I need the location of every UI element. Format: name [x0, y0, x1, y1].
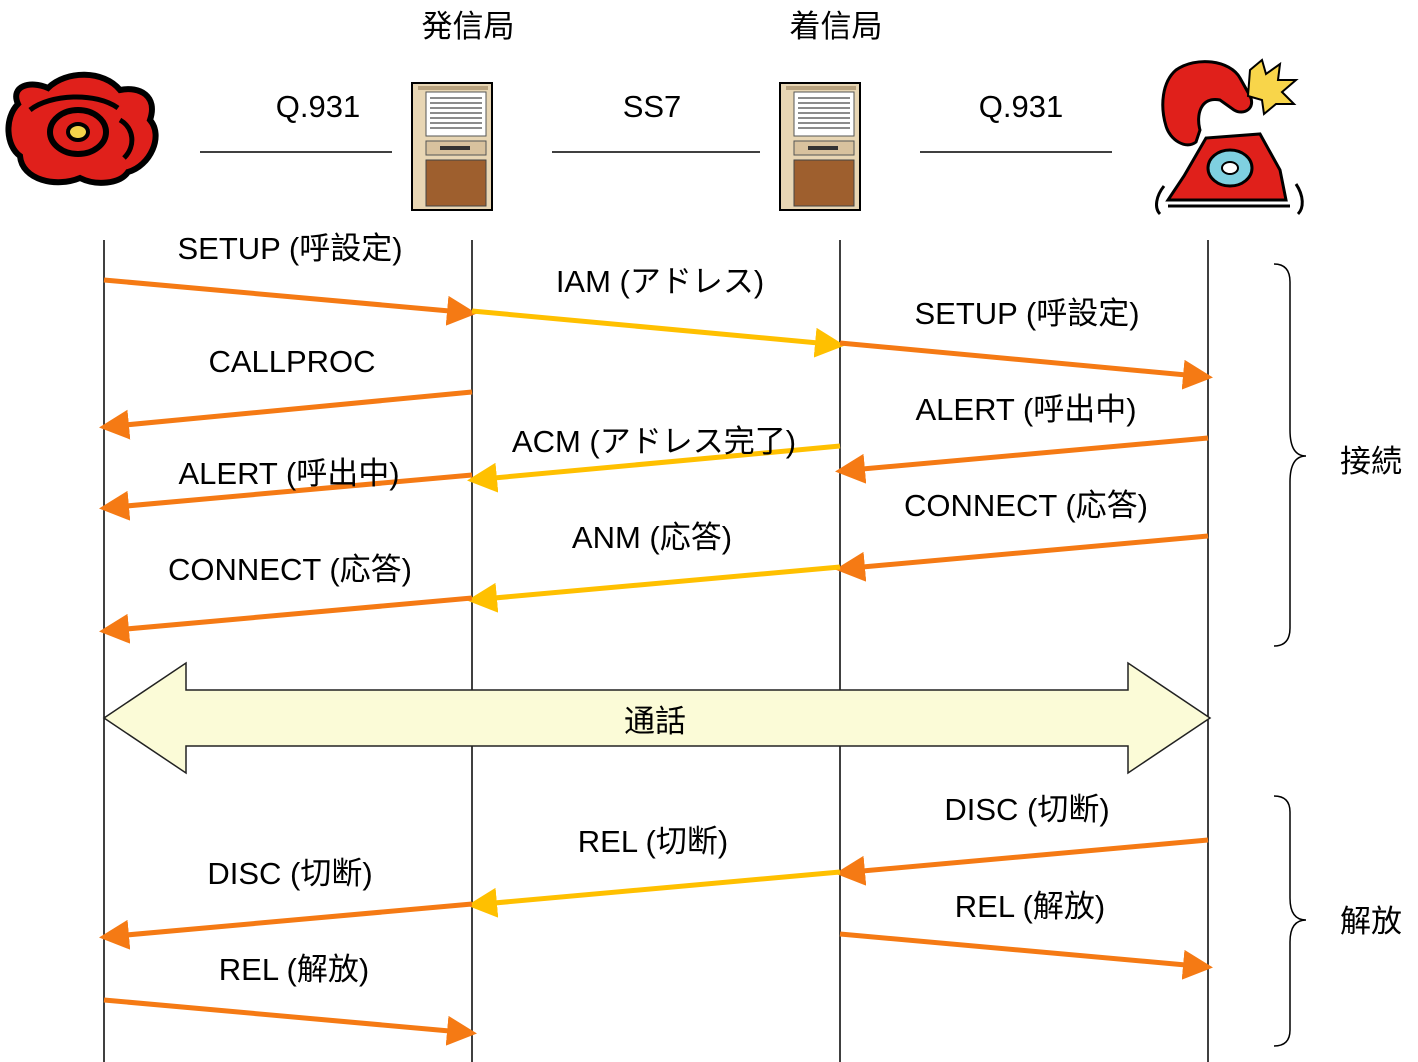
message-arrow — [835, 533, 1209, 582]
message-arrow — [467, 443, 841, 493]
message-arrow — [839, 340, 1213, 390]
message-arrow — [839, 931, 1213, 980]
message-arrow — [103, 277, 477, 326]
talk-label: 通話 — [624, 704, 686, 739]
phase-connect-label: 接続 — [1340, 444, 1402, 479]
server-tower-icon — [779, 82, 861, 211]
ringing-phone-icon — [1155, 58, 1304, 216]
message-arrow — [467, 869, 841, 918]
message-label: DISC (切断) — [207, 856, 373, 891]
message-arrow — [103, 997, 477, 1046]
origin-office-label: 発信局 — [421, 9, 515, 44]
message-label: REL (切断) — [577, 824, 729, 859]
talk-double-arrow — [102, 661, 1212, 775]
message-label: SETUP (呼設定) — [177, 231, 403, 266]
link-middle-label: SS7 — [622, 89, 682, 124]
message-arrow — [467, 564, 841, 613]
message-arrows — [99, 277, 1213, 1046]
message-arrow — [99, 595, 473, 644]
message-label: CALLPROC — [208, 344, 376, 379]
link-right-label: Q.931 — [978, 89, 1064, 124]
dest-office-label: 着信局 — [789, 9, 883, 44]
message-label: ANM (応答) — [571, 520, 733, 555]
message-label: ALERT (呼出中) — [178, 456, 400, 491]
rotary-phone-icon — [5, 71, 159, 186]
message-label: SETUP (呼設定) — [914, 296, 1140, 331]
link-left-label: Q.931 — [275, 89, 361, 124]
brace-connect — [1273, 263, 1307, 647]
message-label: ACM (アドレス完了) — [511, 424, 797, 459]
message-arrow — [835, 837, 1209, 886]
message-label: IAM (アドレス) — [555, 264, 765, 299]
message-label: ALERT (呼出中) — [915, 392, 1137, 427]
message-arrow — [99, 389, 473, 440]
message-arrow — [99, 901, 473, 950]
phase-release-label: 解放 — [1340, 904, 1402, 939]
server-tower-icon — [411, 82, 493, 211]
brace-release — [1273, 795, 1307, 1047]
message-label: REL (解放) — [218, 952, 370, 987]
message-label: DISC (切断) — [944, 792, 1110, 827]
message-label: CONNECT (応答) — [904, 488, 1148, 523]
message-label: CONNECT (応答) — [168, 552, 412, 587]
message-label: REL (解放) — [954, 889, 1106, 924]
message-arrow — [471, 308, 845, 358]
message-arrow — [99, 472, 473, 521]
message-arrow — [835, 435, 1209, 484]
